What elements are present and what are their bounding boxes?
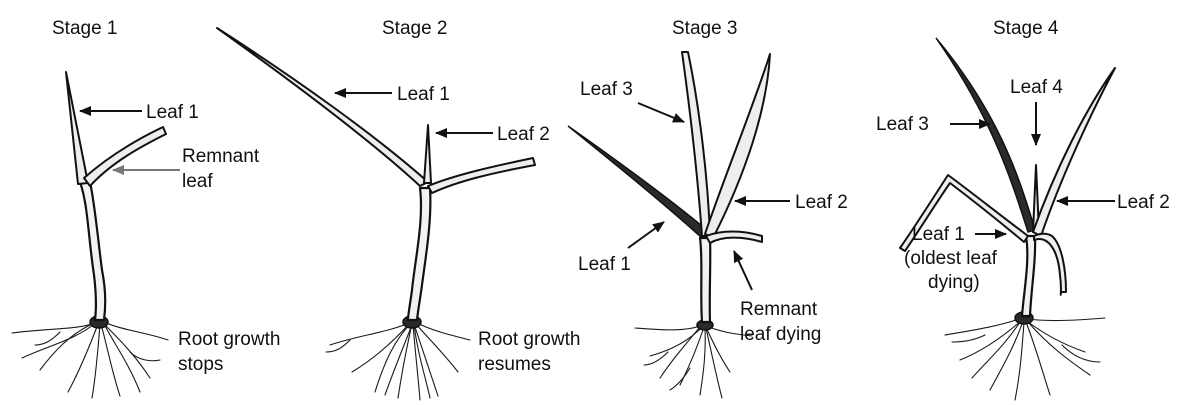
stage-4-stem [1022, 236, 1035, 316]
stage-4-leaf-3-label: Leaf 3 [876, 114, 929, 135]
stage-4-leaf-1-label-line-2: (oldest leaf [904, 248, 998, 269]
stage-3-leaf-1-label: Leaf 1 [578, 254, 631, 275]
stage-3-leaf-2 [705, 54, 770, 238]
stage-2-stem [408, 188, 430, 320]
stage-3-leaf-3-arrow [638, 103, 684, 122]
stage-1-leaf-1 [66, 72, 88, 184]
stage-2-title: Stage 2 [382, 18, 448, 39]
stage-3-leaf-3 [682, 52, 710, 236]
stage-3: Stage 3 Leaf 3 Leaf 2 Leaf 1 [568, 18, 848, 398]
stage-3-leaf-1-arrow [628, 222, 664, 248]
stage-1-root-label-line-2: stops [178, 354, 223, 375]
stage-3-title: Stage 3 [672, 18, 738, 39]
stage-4-leaf-4-label: Leaf 4 [1010, 77, 1063, 98]
stage-3-remnant-label-line-2: leaf dying [740, 324, 821, 345]
stage-1-roots [12, 321, 168, 398]
stage-4-remnant-leaf [1034, 234, 1066, 295]
stage-2-leaf-2 [424, 125, 431, 183]
stage-2-root-label-line-2: resumes [478, 354, 551, 375]
stage-2-remnant-leaf [428, 158, 535, 193]
stage-3-remnant-label-line-1: Remnant [740, 299, 818, 320]
stage-1-remnant-leaf [84, 127, 166, 186]
stage-2-root-label-line-1: Root growth [478, 329, 580, 350]
stage-2-roots [326, 322, 470, 400]
stage-4-leaf-2-label: Leaf 2 [1117, 192, 1170, 213]
stage-4-roots [945, 318, 1105, 400]
stage-1-remnant-label-line-1: Remnant [182, 146, 260, 167]
stage-3-leaf-3-label: Leaf 3 [580, 79, 633, 100]
stage-3-roots [635, 325, 752, 398]
stage-1: Stage 1 Leaf 1 Remnant leaf Root grow [12, 18, 280, 398]
stage-4: Stage 4 Leaf 4 Leaf 3 [876, 18, 1170, 400]
stage-3-remnant-arrow [734, 251, 752, 290]
stage-2-leaf-1-label: Leaf 1 [397, 84, 450, 105]
stage-3-remnant-leaf [706, 232, 762, 244]
stage-1-root-label-line-1: Root growth [178, 329, 280, 350]
stage-3-leaf-1 [568, 126, 708, 238]
stage-1-remnant-label-line-2: leaf [182, 171, 213, 192]
stage-3-leaf-2-label: Leaf 2 [795, 192, 848, 213]
stage-1-stem [80, 182, 105, 320]
stage-4-leaf-1-label-line-1: Leaf 1 [912, 224, 965, 245]
stage-4-title: Stage 4 [993, 18, 1059, 39]
stage-1-title: Stage 1 [52, 18, 118, 39]
stage-2-leaf-2-label: Leaf 2 [497, 124, 550, 145]
stage-3-stem [700, 238, 710, 322]
stage-4-leaf-1-label-line-3: dying) [928, 272, 980, 293]
stage-1-leaf-1-label: Leaf 1 [146, 102, 199, 123]
